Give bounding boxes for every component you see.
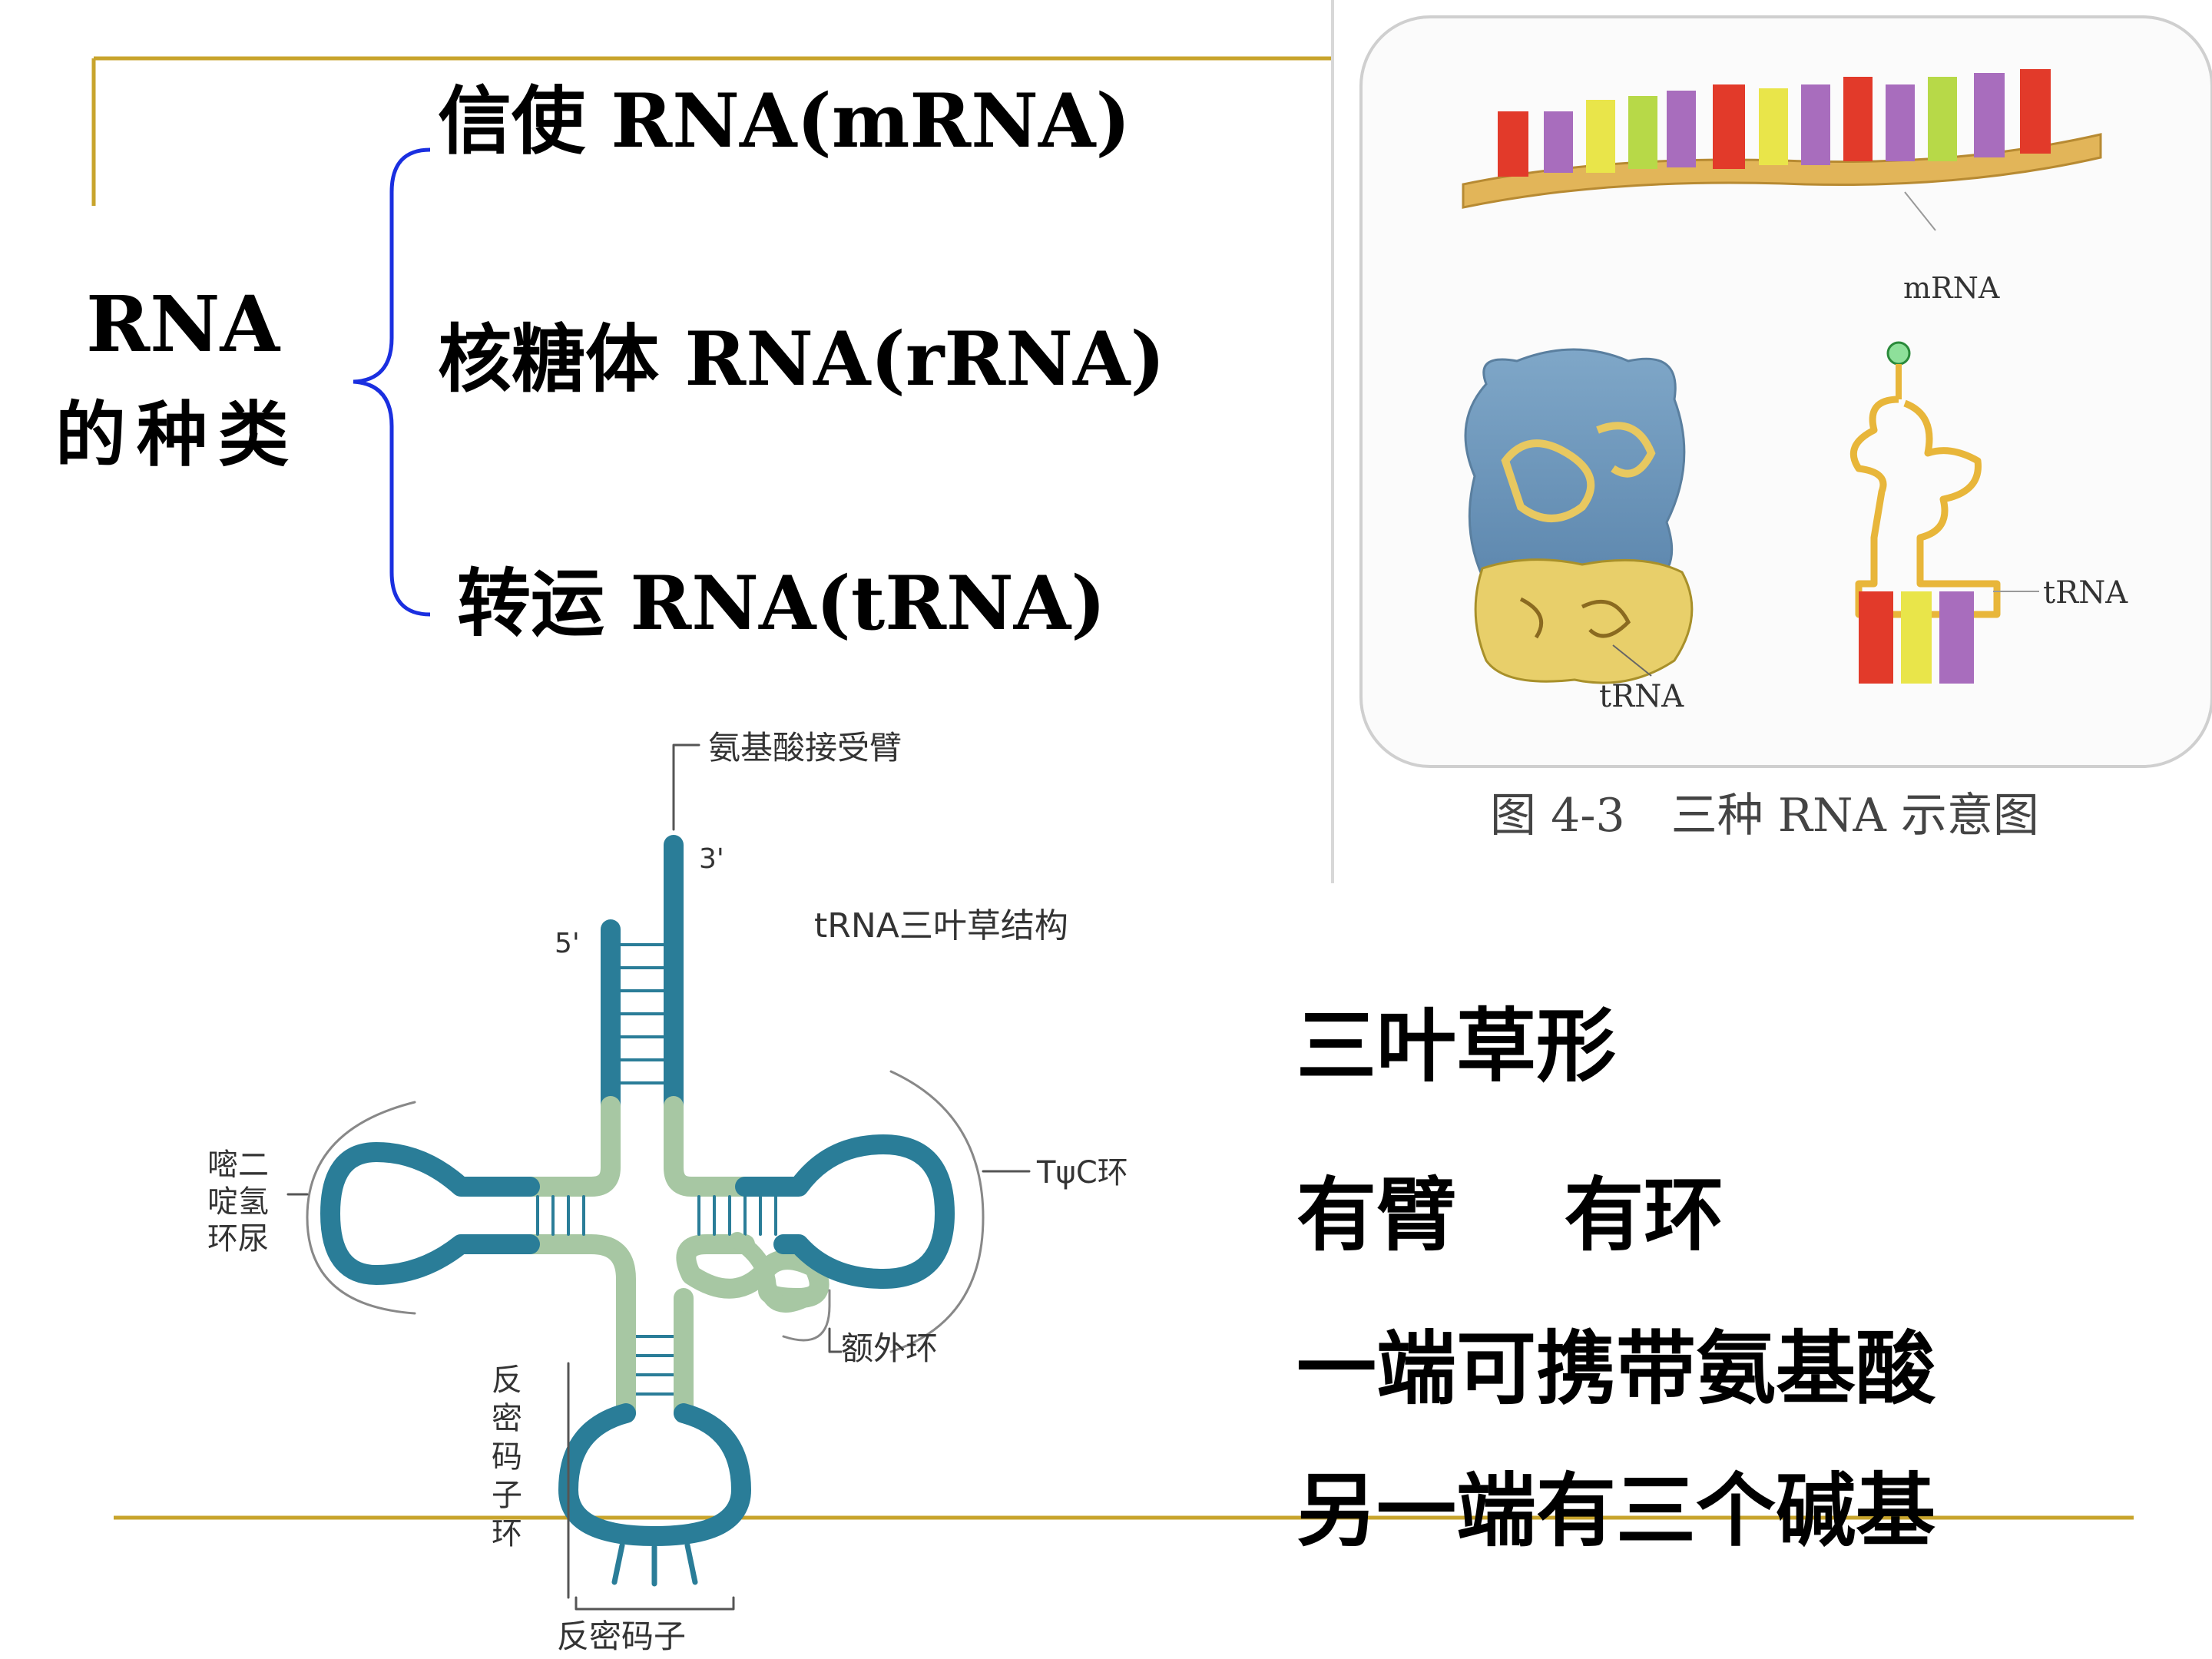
extra-loop-label: 额外环 (841, 1330, 938, 1367)
anticodon-loop-char5: 环 (492, 1516, 522, 1551)
feature-cloverleaf: 三叶草形 (1296, 998, 1617, 1093)
d-loop-line3: 环尿 (207, 1221, 269, 1257)
trna-cartoon (1849, 341, 2039, 684)
diagram-title: tRNA三叶草结构 (814, 906, 1068, 945)
feature-three-bases: 另一端有三个碱基 (1296, 1463, 1936, 1558)
feature-amino-acid-end: 一端可携带氨基酸 (1296, 1321, 1936, 1416)
end-5-label: 5' (555, 928, 580, 959)
brace (353, 147, 431, 617)
rna-title: RNA (86, 279, 280, 369)
anticodon-loop-char2: 密 (492, 1401, 522, 1436)
rna-types-title: 的种类 (55, 393, 300, 476)
mrna-item: 信使 RNA(mRNA) (438, 78, 1131, 164)
mrna-label: mRNA (1903, 271, 2000, 305)
trna-item: 转运 RNA(tRNA) (457, 560, 1106, 647)
feature-arms-loops: 有臂 有环 (1296, 1167, 1724, 1262)
tpsic-loop-label: TψC环 (1036, 1155, 1128, 1190)
ribosome-image (1464, 348, 1694, 684)
rrna-item: 核糖体 RNA(rRNA) (438, 316, 1165, 402)
mrna-strand (1462, 69, 2102, 231)
d-loop-line1: 嘧二 (207, 1147, 269, 1183)
anticodon-loop-char1: 反 (492, 1363, 522, 1398)
anticodon-label: 反密码子 (557, 1618, 686, 1655)
d-loop-line2: 啶氢 (207, 1184, 269, 1220)
trna-ribosome-label: tRNA (1599, 679, 1684, 714)
anticodon-loop-char3: 码 (492, 1439, 522, 1475)
anticodon-loop-char4: 子 (492, 1478, 522, 1513)
figure-caption: 图 4-3 三种 RNA 示意图 (1490, 789, 2039, 843)
end-3-label: 3' (699, 843, 724, 875)
trna-right-label: tRNA (2043, 575, 2128, 611)
acceptor-arm-label: 氨基酸接受臂 (708, 729, 902, 767)
